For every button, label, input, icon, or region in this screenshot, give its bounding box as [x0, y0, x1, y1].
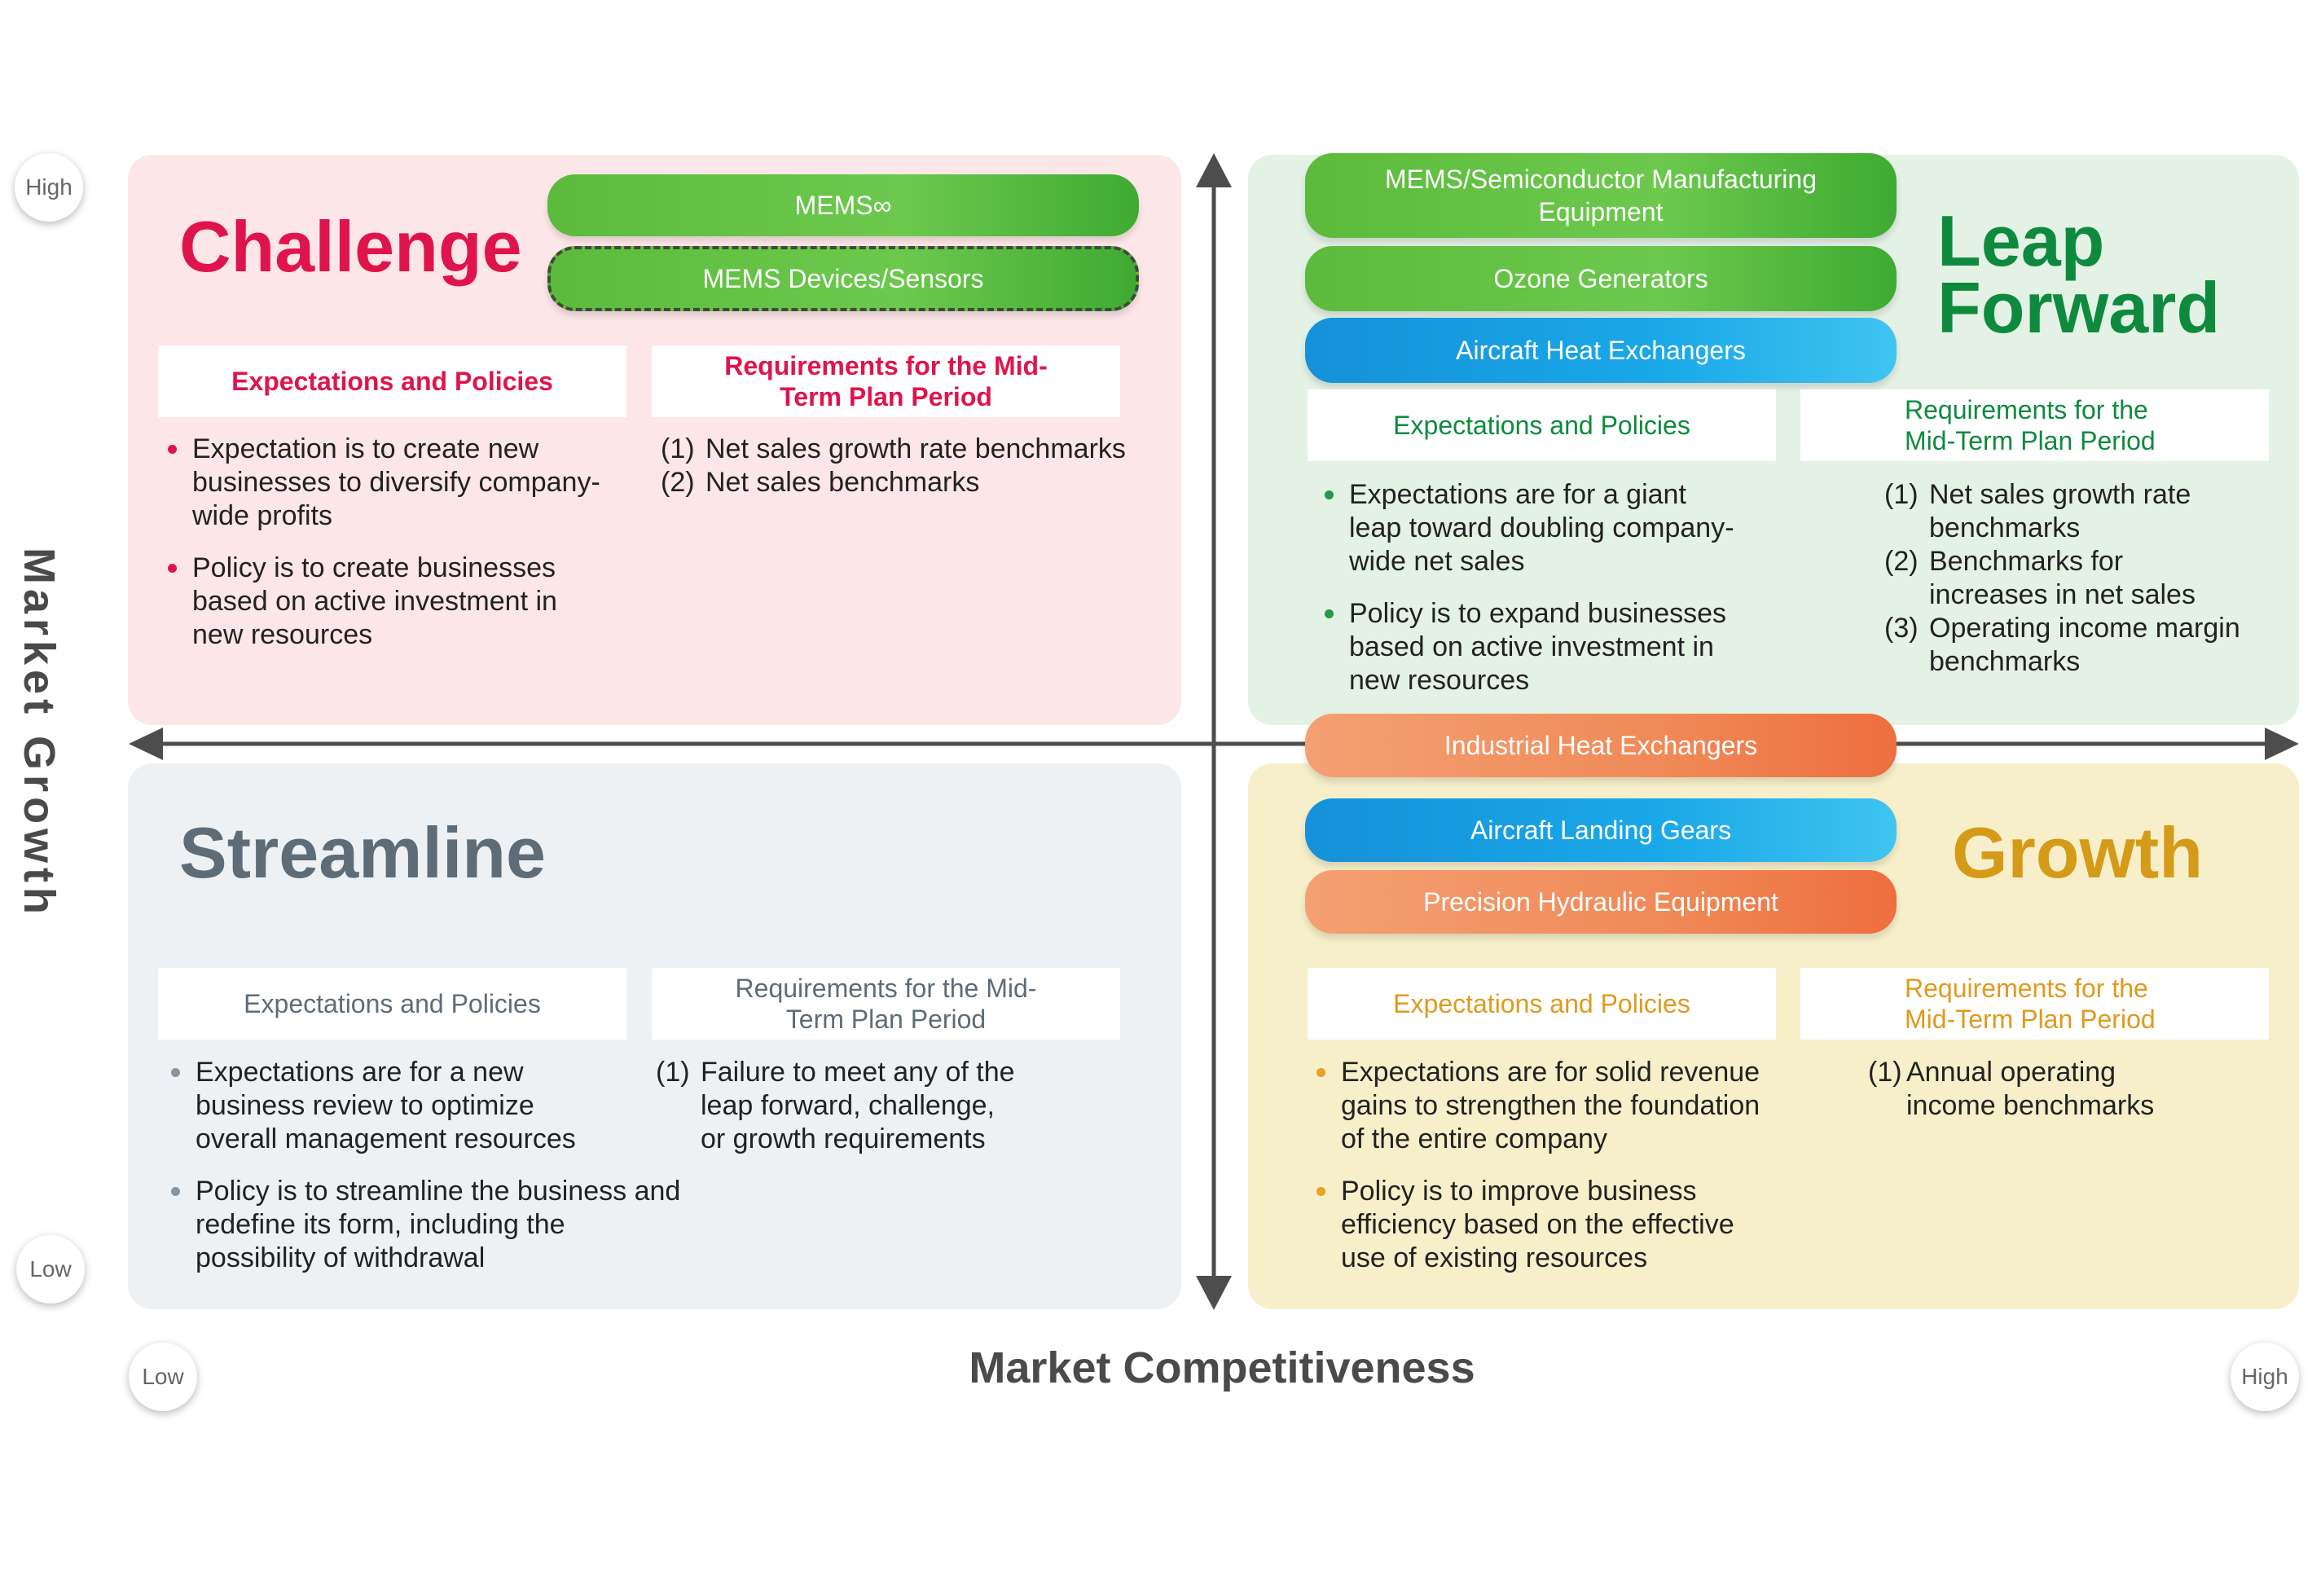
- growth-bullet-list: Expectations are for solid revenue gains…: [1312, 1056, 1776, 1294]
- streamline-requirements-heading: Requirements for the Mid-Term Plan Perio…: [652, 968, 1120, 1040]
- list-item: (1)Annual operating income benchmarks: [1868, 1056, 2178, 1123]
- item-text: Failure to meet any of the leap forward,…: [701, 1057, 1015, 1154]
- left-arrow-icon: [129, 728, 163, 760]
- list-item: (3) Operating income margin benchmarks: [1884, 612, 2243, 679]
- growth-expectations-heading: Expectations and Policies: [1308, 968, 1776, 1040]
- list-item: (2) Net sales benchmarks: [661, 466, 1149, 499]
- item-text: Net sales benchmarks: [705, 467, 980, 498]
- item-number: (2): [661, 467, 695, 498]
- x-axis-label: Market Competitiveness: [969, 1343, 1475, 1392]
- y-high-marker: High: [15, 153, 83, 222]
- right-arrow-icon: [2265, 728, 2299, 760]
- challenge-requirements-list: (1) Net sales growth rate benchmarks (2) N…: [661, 433, 1149, 499]
- heading-text: Requirements for the Mid-Term Plan Perio…: [724, 351, 1048, 411]
- item-text: Net sales growth rate benchmarks: [1929, 479, 2191, 543]
- down-arrow-icon: [1196, 1276, 1232, 1310]
- item-number: (3): [1884, 613, 1919, 644]
- product-pill-mems-devices: MEMS Devices/Sensors: [547, 246, 1139, 311]
- x-high-marker: High: [2231, 1343, 2299, 1411]
- title-line: Forward: [1937, 267, 2221, 348]
- list-item: (2) Benchmarks for increases in net sales: [1884, 545, 2243, 612]
- streamline-requirements-list: (1) Failure to meet any of the leap forwa…: [656, 1056, 1022, 1156]
- list-item: Expectations are for solid revenue gains…: [1312, 1056, 1776, 1156]
- growth-requirements-list: (1)Annual operating income benchmarks: [1868, 1056, 2178, 1123]
- list-item: Policy is to expand businesses based on …: [1320, 597, 1743, 697]
- leap-forward-requirements-heading: Requirements for the Mid-Term Plan Perio…: [1800, 389, 2269, 461]
- product-pill-precision-hydraulic-equipment: Precision Hydraulic Equipment: [1305, 870, 1897, 934]
- streamline-expectations-heading: Expectations and Policies: [158, 968, 626, 1040]
- product-pill-mems-semiconductor: MEMS/Semiconductor Manufacturing Equipme…: [1305, 153, 1897, 238]
- list-item: Expectation is to create new businesses …: [163, 433, 603, 533]
- item-number: (1): [656, 1057, 690, 1088]
- list-item: Expectations are for a new business revi…: [166, 1056, 587, 1156]
- heading-text: Requirements for the Mid-Term Plan Perio…: [1905, 974, 2156, 1034]
- list-item: (1) Net sales growth rate benchmarks: [661, 433, 1149, 466]
- product-pill-aircraft-heat-exchangers: Aircraft Heat Exchangers: [1305, 318, 1897, 383]
- pill-text: MEMS/Semiconductor Manufacturing Equipme…: [1385, 165, 1817, 226]
- product-pill-ozone-generators: Ozone Generators: [1305, 246, 1897, 311]
- challenge-title: Challenge: [179, 206, 522, 287]
- streamline-bullet-list: Expectations are for a new business revi…: [166, 1056, 688, 1294]
- title-line: Leap: [1937, 200, 2105, 281]
- up-arrow-icon: [1196, 153, 1232, 187]
- product-pill-aircraft-landing-gears: Aircraft Landing Gears: [1305, 798, 1897, 862]
- x-low-marker: Low: [129, 1343, 197, 1411]
- heading-text: Requirements for the Mid-Term Plan Perio…: [735, 974, 1037, 1034]
- item-text: Operating income margin benchmarks: [1929, 613, 2240, 677]
- growth-title: Growth: [1952, 812, 2203, 893]
- list-item: (1) Failure to meet any of the leap forwa…: [656, 1056, 1022, 1156]
- item-number: (1): [661, 433, 695, 464]
- item-number: (1): [1868, 1057, 1902, 1088]
- growth-requirements-heading: Requirements for the Mid-Term Plan Perio…: [1800, 968, 2269, 1040]
- leap-forward-title: Leap Forward: [1937, 200, 2221, 348]
- leap-forward-bullet-list: Expectations are for a giant leap toward…: [1320, 478, 1743, 716]
- item-number: (2): [1884, 546, 1919, 577]
- y-low-marker: Low: [16, 1235, 85, 1304]
- item-text: Net sales growth rate benchmarks: [705, 433, 1126, 464]
- list-item: (1) Net sales growth rate benchmarks: [1884, 478, 2243, 545]
- challenge-requirements-heading: Requirements for the Mid-Term Plan Perio…: [652, 345, 1120, 417]
- list-item: Expectations are for a giant leap toward…: [1320, 478, 1743, 578]
- item-number: (1): [1884, 479, 1919, 510]
- y-axis-label: Market Growth: [15, 547, 64, 920]
- leap-forward-requirements-list: (1) Net sales growth rate benchmarks (2) B…: [1884, 478, 2243, 679]
- item-text: Annual operating income benchmarks: [1906, 1057, 2155, 1121]
- list-item: Policy is to streamline the business and…: [166, 1175, 688, 1275]
- streamline-title: Streamline: [179, 812, 546, 893]
- product-pill-mems-infinity: MEMS∞: [547, 174, 1139, 236]
- list-item: Policy is to improve business efficiency…: [1312, 1175, 1776, 1275]
- challenge-bullet-list: Expectation is to create new businesses …: [163, 433, 603, 670]
- heading-text: Requirements for the Mid-Term Plan Perio…: [1905, 395, 2156, 455]
- leap-forward-expectations-heading: Expectations and Policies: [1308, 389, 1776, 461]
- product-pill-industrial-heat-exchangers: Industrial Heat Exchangers: [1305, 714, 1897, 777]
- item-text: Benchmarks for increases in net sales: [1929, 546, 2196, 610]
- list-item: Policy is to create businesses based on …: [163, 552, 603, 652]
- challenge-expectations-heading: Expectations and Policies: [158, 345, 626, 417]
